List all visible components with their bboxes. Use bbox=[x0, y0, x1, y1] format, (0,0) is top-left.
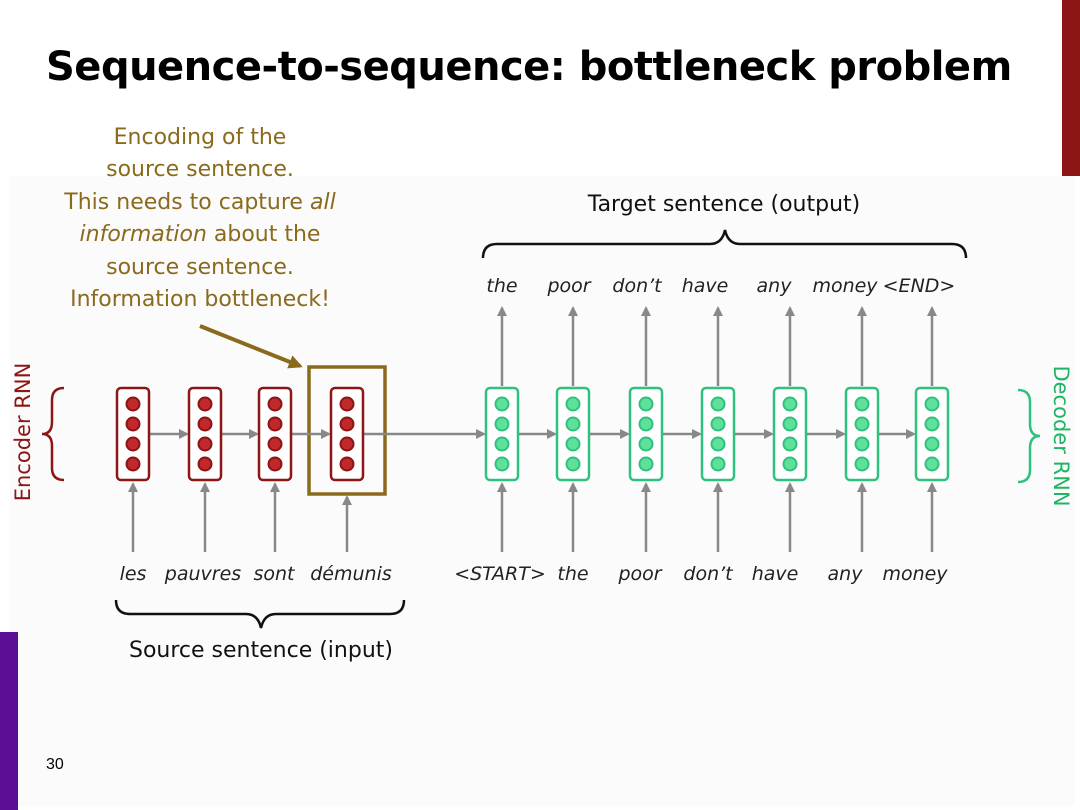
bottleneck-annotation: Encoding of the source sentence. This ne… bbox=[63, 125, 335, 312]
annotation-line-4b: about the bbox=[207, 222, 321, 247]
annotation-emph-information: information bbox=[80, 222, 207, 247]
decoder-input-word: have bbox=[752, 563, 799, 585]
slide-title: Sequence-to-sequence: bottleneck problem bbox=[46, 44, 1012, 90]
decoder-cell bbox=[914, 386, 950, 482]
page-number: 30 bbox=[46, 756, 64, 773]
decoder-input-word: any bbox=[828, 563, 864, 585]
decoder-output-word: poor bbox=[546, 275, 591, 297]
annotation-line-3: This needs to capture all bbox=[63, 190, 335, 215]
decoder-input-word: the bbox=[557, 563, 588, 585]
decoder-cell bbox=[555, 386, 591, 482]
encoder-cell bbox=[187, 386, 223, 482]
decoder-input-word: poor bbox=[617, 563, 662, 585]
decoder-output-word: money bbox=[812, 275, 878, 297]
source-word: les bbox=[120, 563, 147, 585]
encoder-cell bbox=[257, 386, 293, 482]
annotation-line-4: information about the bbox=[80, 222, 321, 247]
decoder-cell bbox=[628, 386, 664, 482]
encoder-cell bbox=[329, 386, 365, 482]
decoder-cell bbox=[844, 386, 880, 482]
rnn-cells bbox=[115, 386, 950, 482]
decoder-input-word: don’t bbox=[683, 563, 734, 585]
source-sentence-label: Source sentence (input) bbox=[129, 638, 393, 663]
decoder-input-word: <START> bbox=[454, 563, 546, 585]
word-labels: les pauvres sont démunis <START> the poor don’t… bbox=[120, 275, 956, 585]
encoder-cell bbox=[115, 386, 151, 482]
decoder-cell bbox=[772, 386, 808, 482]
bottleneck-highlight-box bbox=[307, 365, 387, 496]
annotation-line-6: Information bottleneck! bbox=[70, 287, 330, 312]
decoder-input-word: money bbox=[882, 563, 948, 585]
target-sentence-label: Target sentence (output) bbox=[587, 192, 860, 217]
decoder-output-word: the bbox=[486, 275, 517, 297]
source-brace bbox=[114, 599, 406, 629]
annotation-line-1: Encoding of the bbox=[114, 125, 287, 150]
annotation-emph-all: all bbox=[310, 190, 336, 215]
accent-bar-right bbox=[1062, 0, 1080, 176]
encoder-brace bbox=[41, 386, 65, 482]
diagram-panel bbox=[10, 176, 1075, 806]
annotation-line-5: source sentence. bbox=[106, 255, 294, 280]
source-word: démunis bbox=[310, 563, 392, 585]
connection-arrows bbox=[128, 306, 937, 552]
decoder-output-word: don’t bbox=[612, 275, 663, 297]
annotation-line-2: source sentence. bbox=[106, 157, 294, 182]
source-word: pauvres bbox=[164, 563, 241, 585]
encoder-label: Encoder RNN bbox=[11, 363, 35, 502]
bottleneck-pointer-arrow bbox=[199, 324, 303, 369]
decoder-output-word: any bbox=[757, 275, 793, 297]
decoder-cell bbox=[484, 386, 520, 482]
decoder-brace bbox=[1017, 388, 1041, 484]
decoder-label: Decoder RNN bbox=[1049, 365, 1073, 506]
annotation-line-3a: This needs to capture bbox=[63, 190, 310, 215]
decoder-cell bbox=[700, 386, 736, 482]
decoder-output-word: have bbox=[682, 275, 729, 297]
source-word: sont bbox=[253, 563, 296, 585]
target-brace bbox=[481, 229, 968, 259]
accent-bar-left bbox=[0, 632, 18, 810]
decoder-output-word: <END> bbox=[883, 275, 956, 297]
